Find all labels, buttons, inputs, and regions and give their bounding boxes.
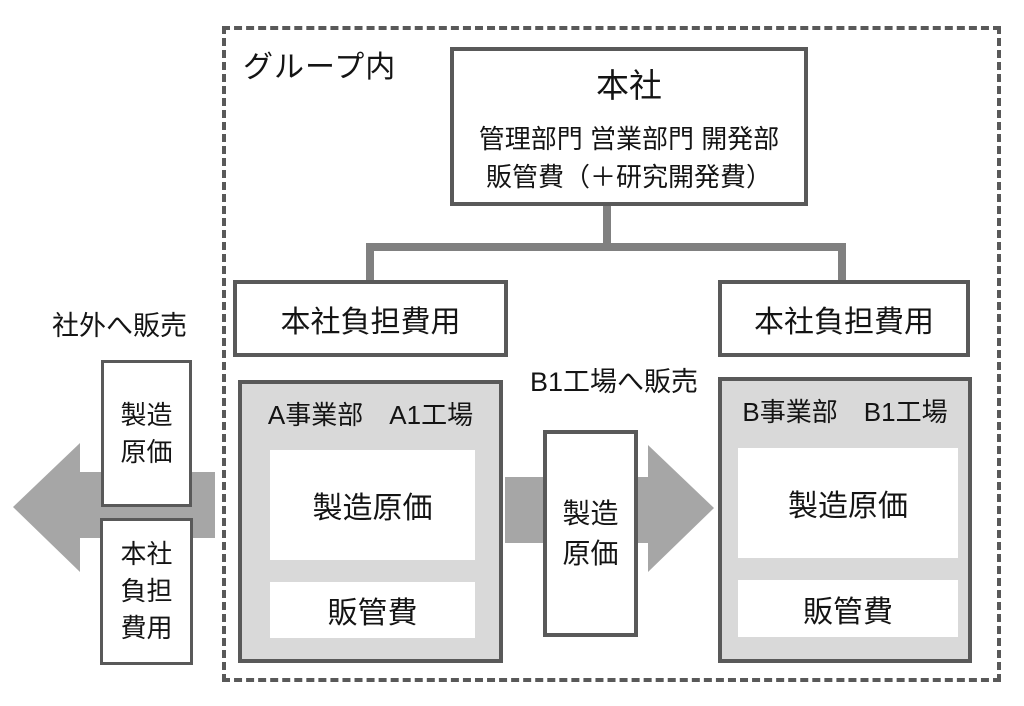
outside-hq-line2: 負担 bbox=[120, 576, 173, 606]
division-b-manufacturing-cost-box: 製造原価 bbox=[738, 448, 958, 558]
group-label: グループ内 bbox=[243, 51, 397, 84]
outside-hq-line1: 本社 bbox=[120, 539, 173, 569]
outside-cost-line1: 製造 bbox=[120, 399, 173, 430]
internal-sale-label: B1工場へ販売 bbox=[529, 367, 699, 397]
group-dashed-boundary bbox=[222, 26, 1001, 682]
division-a-manufacturing-cost-label: 製造原価 bbox=[312, 492, 433, 525]
headquarters-departments: 管理部門 営業部門 開発部 bbox=[478, 124, 780, 154]
headquarters-title: 本社 bbox=[596, 67, 662, 104]
headquarters-sga: 販管費（＋研究開発費） bbox=[485, 162, 772, 192]
division-a-manufacturing-cost-box: 製造原価 bbox=[270, 450, 475, 560]
outside-manufacturing-cost-box: 製造 原価 bbox=[101, 360, 192, 507]
hq-cost-box-right: 本社負担費用 bbox=[718, 280, 970, 357]
hq-cost-left-label: 本社負担費用 bbox=[280, 305, 461, 339]
hq-cost-box-left: 本社負担費用 bbox=[233, 280, 508, 357]
connector-drop-left bbox=[366, 247, 374, 282]
division-b-sga-box: 販管費 bbox=[738, 580, 958, 637]
transfer-cost-line2: 原価 bbox=[562, 537, 619, 569]
outside-cost-line2: 原価 bbox=[120, 436, 173, 467]
outside-hq-cost-box: 本社 負担 費用 bbox=[100, 518, 193, 665]
division-b-manufacturing-cost-label: 製造原価 bbox=[788, 490, 908, 523]
headquarters-box: 本社 管理部門 営業部門 開発部 販管費（＋研究開発費） bbox=[450, 47, 808, 206]
division-a-panel: A事業部 A1工場 製造原価 販管費 bbox=[238, 380, 503, 663]
connector-vertical-top bbox=[603, 206, 611, 247]
connector-horizontal-bar bbox=[366, 243, 846, 251]
transfer-cost-line1: 製造 bbox=[562, 497, 619, 529]
division-b-panel: B事業部 B1工場 製造原価 販管費 bbox=[718, 377, 972, 663]
division-b-sga-label: 販管費 bbox=[803, 595, 893, 629]
hq-cost-right-label: 本社負担費用 bbox=[754, 305, 934, 339]
division-a-sga-box: 販管費 bbox=[270, 582, 475, 638]
division-a-title: A事業部 A1工場 bbox=[267, 400, 474, 430]
division-a-sga-label: 販管費 bbox=[327, 597, 418, 630]
division-b-title: B事業部 B1工場 bbox=[742, 397, 948, 427]
outside-sale-label: 社外へ販売 bbox=[52, 311, 187, 341]
arrow-right-head-icon bbox=[648, 445, 714, 572]
arrow-left-head-icon bbox=[13, 443, 80, 572]
transfer-cost-box: 製造 原価 bbox=[543, 430, 638, 637]
outside-hq-line3: 費用 bbox=[120, 613, 173, 643]
connector-drop-right bbox=[838, 247, 846, 282]
